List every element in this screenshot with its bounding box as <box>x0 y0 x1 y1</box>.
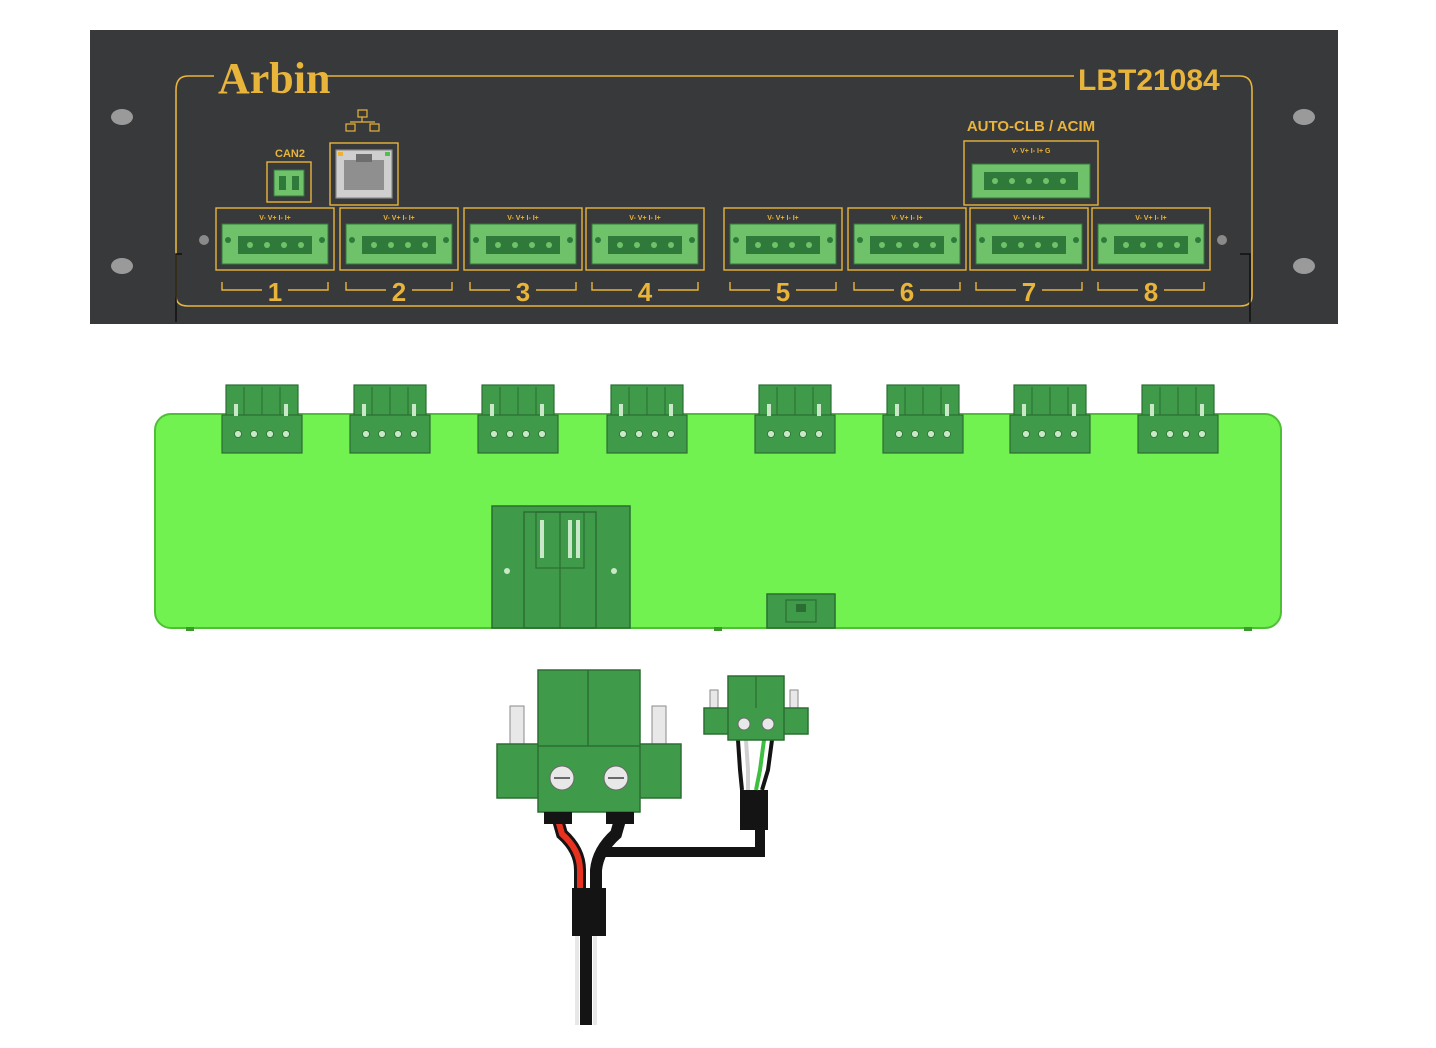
channel-number: 5 <box>776 277 790 307</box>
board-connector-4[interactable] <box>606 384 688 454</box>
board-connectors <box>221 384 1219 454</box>
board-feet <box>186 627 1252 631</box>
channel-port-5[interactable]: V- V+ I- I+ 5 <box>723 207 843 307</box>
can-pin <box>279 176 286 190</box>
channel-number: 4 <box>638 277 653 307</box>
channel-number: 8 <box>1144 277 1158 307</box>
aux-port-label: AUTO-CLB / ACIM <box>967 118 1095 135</box>
channel-port-2[interactable]: V- V+ I- I+ 2 <box>339 207 459 307</box>
pin-labels: V- V+ I- I+ <box>1013 215 1045 222</box>
channel-port-7[interactable]: V- V+ I- I+ 7 <box>969 207 1089 307</box>
sense-wires <box>736 739 774 791</box>
channel-number: 6 <box>900 277 914 307</box>
pin-labels: V- V+ I- I+ <box>629 215 661 222</box>
cable-assembly <box>496 669 809 1025</box>
power-plug[interactable] <box>496 669 682 824</box>
pin-labels: V- V+ I- I+ <box>383 215 415 222</box>
can-port[interactable] <box>273 169 305 197</box>
board-connector-8[interactable] <box>1137 384 1219 454</box>
rack-bracket-left <box>175 253 182 322</box>
ethernet-led <box>338 152 343 156</box>
board-connector-2[interactable] <box>349 384 431 454</box>
aux-pins <box>992 178 1066 184</box>
channel-port-1[interactable]: V- V+ I- I+ 1 <box>215 207 335 307</box>
channel-port-6[interactable]: V- V+ I- I+ 6 <box>847 207 967 307</box>
front-panel: Arbin LBT21084 CAN2 AUTO-CLB / ACIM V- V… <box>90 30 1338 324</box>
sense-plug[interactable] <box>703 675 809 741</box>
can-pin <box>292 176 299 190</box>
aux-pin-labels: V- V+ I- I+ G <box>1012 148 1051 155</box>
ethernet-frame <box>329 142 399 206</box>
cable-sleeve <box>572 888 606 936</box>
pin-labels: V- V+ I- I+ <box>767 215 799 222</box>
power-cable <box>552 818 765 1025</box>
can-port-frame <box>266 161 312 203</box>
channel-port-3[interactable]: V- V+ I- I+ 3 <box>463 207 583 307</box>
channel-port-4[interactable]: V- V+ I- I+ 4 <box>585 207 705 307</box>
aux-port-frame <box>963 140 1099 206</box>
mount-hole <box>111 109 133 125</box>
pin-labels: V- V+ I- I+ <box>891 215 923 222</box>
board-body <box>154 413 1282 629</box>
pin-labels: V- V+ I- I+ <box>507 215 539 222</box>
mount-hole <box>1293 258 1315 274</box>
channel-number: 2 <box>392 277 406 307</box>
board-main-connector[interactable] <box>491 505 631 629</box>
ethernet-led <box>385 152 390 156</box>
channel-number: 3 <box>516 277 530 307</box>
network-icon <box>345 109 380 132</box>
ethernet-socket <box>344 160 384 190</box>
pin-labels: V- V+ I- I+ <box>259 215 291 222</box>
panel-border-line <box>175 75 1253 307</box>
brand-logo: Arbin <box>218 54 330 103</box>
channel-number: 7 <box>1022 277 1036 307</box>
board-connector-3[interactable] <box>477 384 559 454</box>
panel-screw <box>199 235 209 245</box>
cable-sleeve <box>740 790 768 830</box>
board-connector-5[interactable] <box>754 384 836 454</box>
mount-hole <box>111 258 133 274</box>
channel-number: 1 <box>268 277 282 307</box>
channel-ports: V- V+ I- I+1V- V+ I- I+2V- V+ I- I+3V- V… <box>199 207 1227 307</box>
mount-hole <box>1293 109 1315 125</box>
board-connector-6[interactable] <box>882 384 964 454</box>
ethernet-clip <box>356 154 372 162</box>
adapter-board <box>154 384 1282 631</box>
rack-bracket-right <box>1240 253 1251 322</box>
pin-labels: V- V+ I- I+ <box>1135 215 1167 222</box>
board-connector-1[interactable] <box>221 384 303 454</box>
board-small-connector[interactable] <box>766 593 836 629</box>
panel-screw <box>1217 235 1227 245</box>
board-connector-7[interactable] <box>1009 384 1091 454</box>
channel-port-8[interactable]: V- V+ I- I+ 8 <box>1091 207 1211 307</box>
model-number: LBT21084 <box>1078 64 1220 97</box>
can-label: CAN2 <box>275 148 305 160</box>
